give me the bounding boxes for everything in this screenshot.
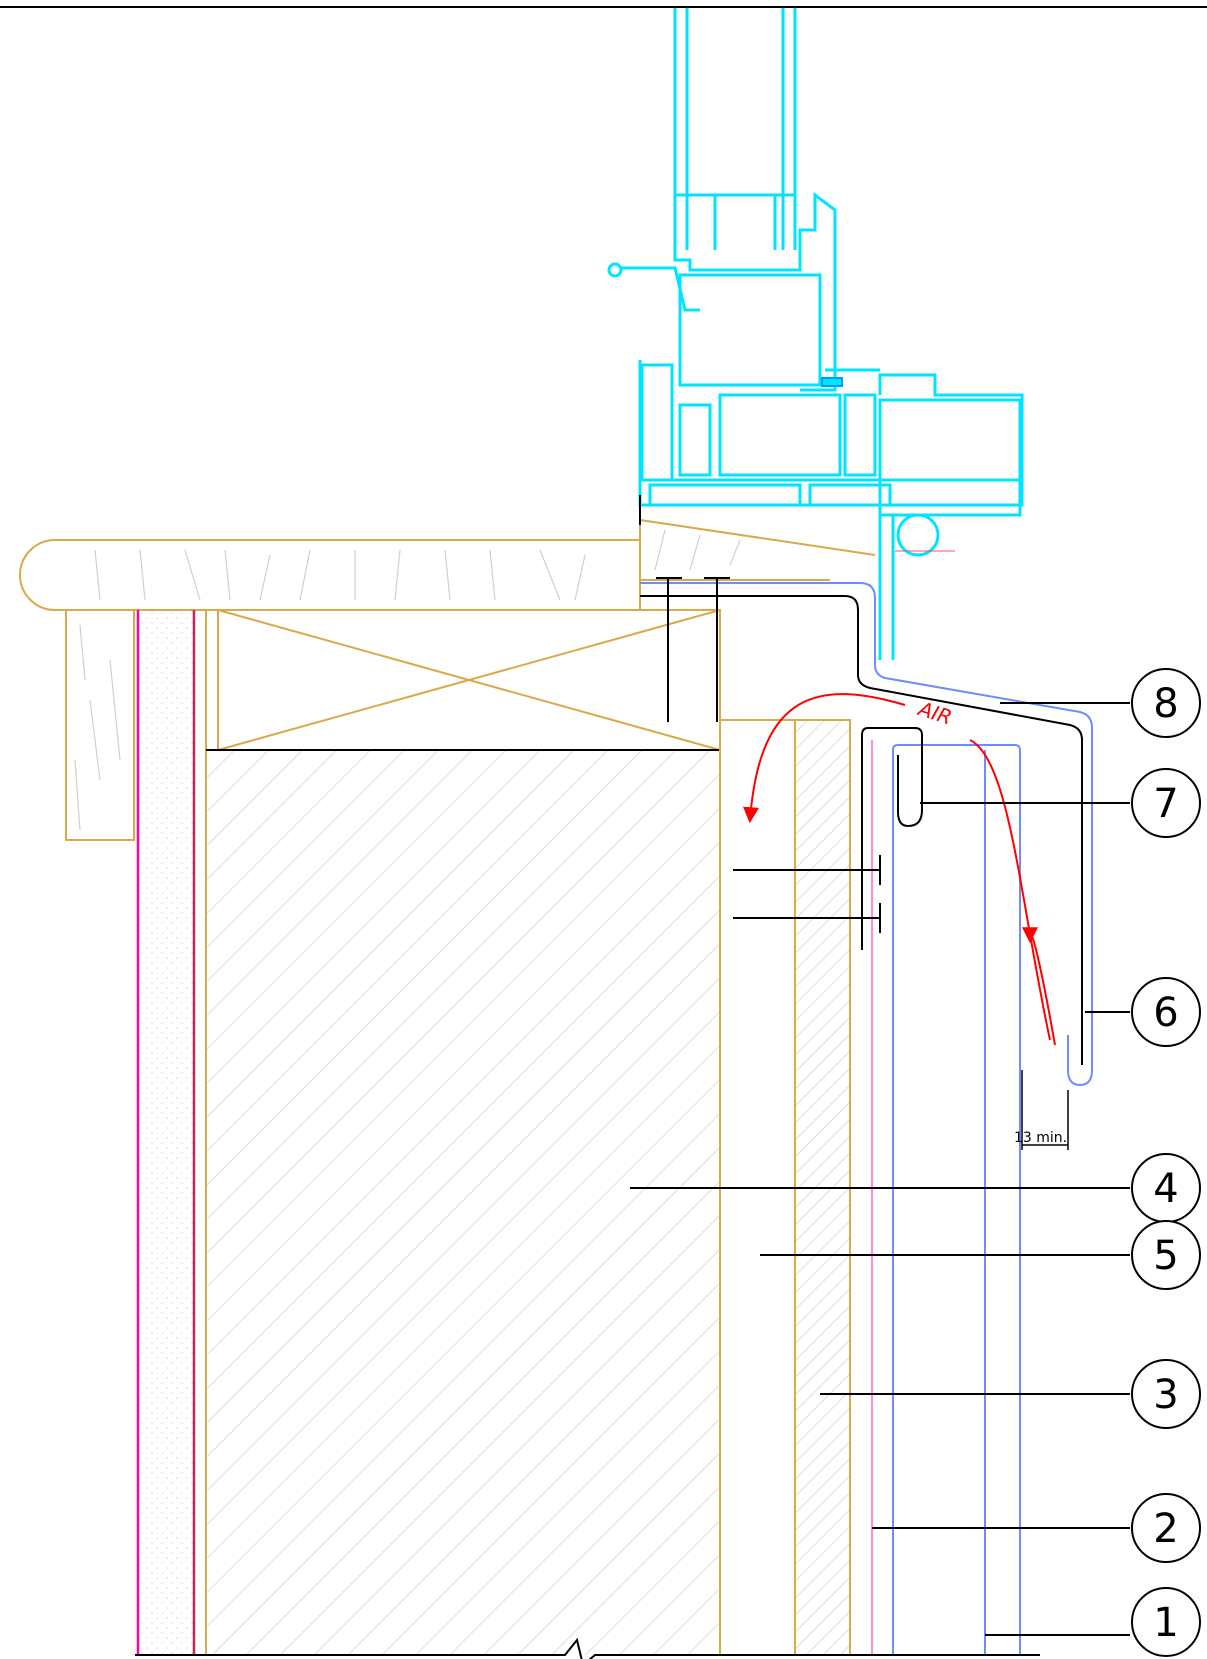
window-frame — [607, 8, 1024, 660]
dimension-text: 13 min. — [1014, 1130, 1067, 1146]
callout-bubble-5: 5 — [1131, 1220, 1201, 1290]
air-arrow-down — [743, 693, 906, 824]
callout-number-1: 1 — [1153, 1600, 1178, 1646]
window-gasket — [821, 377, 843, 387]
callout-bubble-3: 3 — [1131, 1359, 1201, 1429]
callout-bubble-1: 1 — [1131, 1587, 1201, 1657]
callout-bubble-4: 4 — [1131, 1153, 1201, 1223]
drip-flashing — [861, 727, 923, 950]
callout-number-8: 8 — [1153, 681, 1178, 727]
callout-bubble-2: 2 — [1131, 1493, 1201, 1563]
air-label: AIR — [914, 696, 955, 730]
callout-number-2: 2 — [1153, 1506, 1178, 1552]
callout-number-5: 5 — [1153, 1233, 1178, 1279]
callout-number-7: 7 — [1153, 781, 1178, 827]
callout-number-3: 3 — [1153, 1372, 1178, 1418]
wood-grain — [74, 529, 741, 831]
air-arrow-curve — [969, 739, 1051, 1041]
callout-number-4: 4 — [1153, 1166, 1178, 1212]
drip-dimension — [1021, 1070, 1069, 1150]
fasteners — [656, 577, 881, 933]
stud-cavity-insulation — [206, 750, 720, 1655]
sill-flashing — [639, 495, 1083, 1065]
cladding-layers — [640, 582, 1093, 1655]
gypsum-board — [138, 610, 194, 1655]
callout-bubble-6: 6 — [1131, 977, 1201, 1047]
callout-bubble-8: 8 — [1131, 668, 1201, 738]
callout-number-6: 6 — [1153, 990, 1178, 1036]
callout-bubble-7: 7 — [1131, 768, 1201, 838]
break-line — [135, 1637, 1040, 1659]
callout-leaders — [630, 702, 1130, 1636]
